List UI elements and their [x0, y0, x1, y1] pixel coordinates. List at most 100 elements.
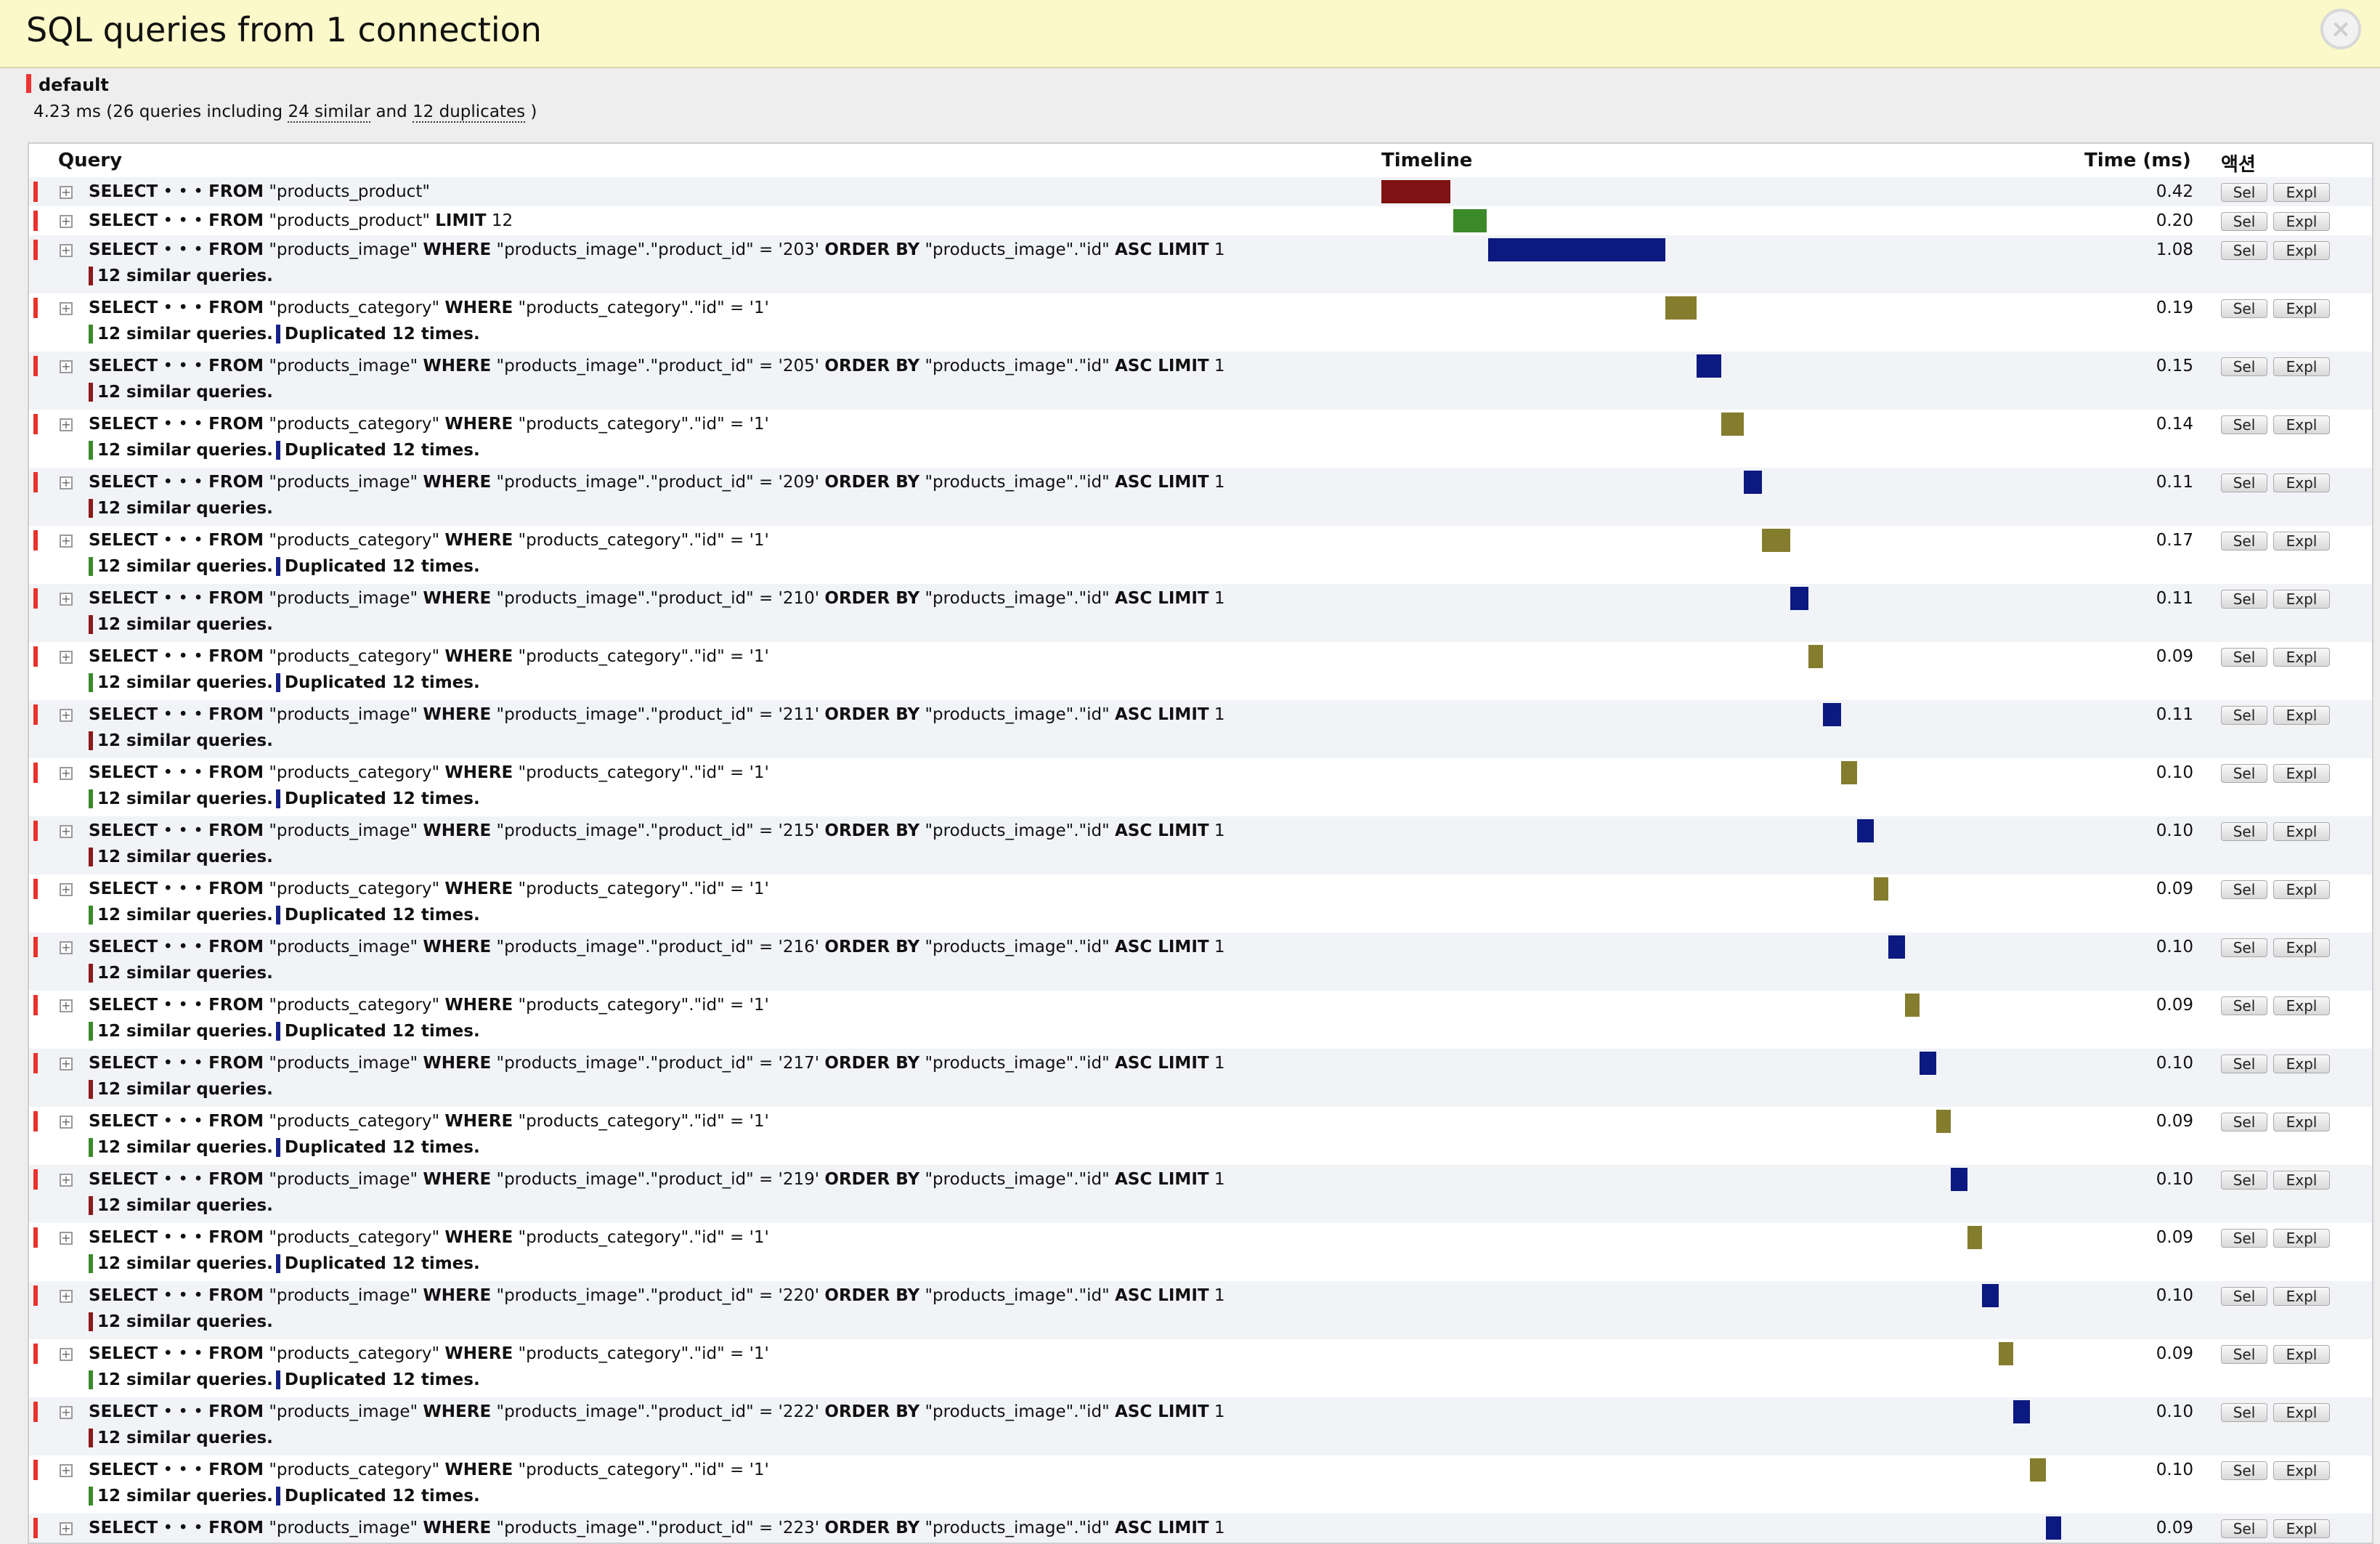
expand-toggle-icon[interactable]: + [60, 709, 73, 722]
expand-toggle-icon[interactable]: + [60, 1174, 73, 1187]
sel-button[interactable]: Sel [2221, 183, 2267, 202]
expl-button[interactable]: Expl [2273, 1345, 2330, 1364]
expand-toggle-icon[interactable]: + [60, 941, 73, 954]
expl-button[interactable]: Expl [2273, 1055, 2330, 1073]
sel-button[interactable]: Sel [2221, 764, 2267, 783]
duplicate-queries-link[interactable]: 12 duplicates [413, 102, 526, 123]
close-icon[interactable]: × [2320, 9, 2361, 49]
expand-toggle-icon[interactable]: + [60, 1057, 73, 1070]
similar-tag[interactable]: 12 similar queries. [89, 906, 273, 925]
expand-toggle-icon[interactable]: + [60, 1290, 73, 1303]
expl-button[interactable]: Expl [2273, 880, 2330, 899]
similar-tag[interactable]: 12 similar queries. [89, 731, 273, 750]
expand-toggle-icon[interactable]: + [60, 1232, 73, 1245]
expl-button[interactable]: Expl [2273, 648, 2330, 667]
expl-button[interactable]: Expl [2273, 764, 2330, 783]
expand-toggle-icon[interactable]: + [60, 651, 73, 664]
sel-button[interactable]: Sel [2221, 938, 2267, 957]
duplicate-tag[interactable]: Duplicated 12 times. [275, 1138, 480, 1157]
expl-button[interactable]: Expl [2273, 212, 2330, 231]
similar-tag[interactable]: 12 similar queries. [89, 673, 273, 692]
expl-button[interactable]: Expl [2273, 1171, 2330, 1190]
expand-toggle-icon[interactable]: + [60, 476, 73, 489]
sel-button[interactable]: Sel [2221, 880, 2267, 899]
similar-queries-link[interactable]: 24 similar [288, 102, 371, 123]
expl-button[interactable]: Expl [2273, 532, 2330, 550]
expl-button[interactable]: Expl [2273, 241, 2330, 260]
expand-toggle-icon[interactable]: + [60, 1348, 73, 1361]
sel-button[interactable]: Sel [2221, 1345, 2267, 1364]
expand-toggle-icon[interactable]: + [60, 215, 73, 228]
expand-toggle-icon[interactable]: + [60, 418, 73, 431]
sel-button[interactable]: Sel [2221, 212, 2267, 231]
duplicate-tag[interactable]: Duplicated 12 times. [275, 325, 480, 344]
expand-toggle-icon[interactable]: + [60, 593, 73, 606]
similar-tag[interactable]: 12 similar queries. [89, 789, 273, 808]
sel-button[interactable]: Sel [2221, 706, 2267, 725]
sel-button[interactable]: Sel [2221, 1461, 2267, 1480]
similar-tag[interactable]: 12 similar queries. [89, 1312, 273, 1331]
sel-button[interactable]: Sel [2221, 1403, 2267, 1422]
expand-toggle-icon[interactable]: + [60, 1464, 73, 1477]
expand-toggle-icon[interactable]: + [60, 535, 73, 548]
similar-tag[interactable]: 12 similar queries. [89, 1429, 273, 1447]
sel-button[interactable]: Sel [2221, 241, 2267, 260]
similar-tag[interactable]: 12 similar queries. [89, 615, 273, 634]
sel-button[interactable]: Sel [2221, 996, 2267, 1015]
expl-button[interactable]: Expl [2273, 706, 2330, 725]
similar-tag[interactable]: 12 similar queries. [89, 1254, 273, 1273]
similar-tag[interactable]: 12 similar queries. [89, 1138, 273, 1157]
duplicate-tag[interactable]: Duplicated 12 times. [275, 1022, 480, 1041]
duplicate-tag[interactable]: Duplicated 12 times. [275, 789, 480, 808]
duplicate-tag[interactable]: Duplicated 12 times. [275, 673, 480, 692]
expl-button[interactable]: Expl [2273, 938, 2330, 957]
sel-button[interactable]: Sel [2221, 1229, 2267, 1248]
duplicate-tag[interactable]: Duplicated 12 times. [275, 441, 480, 460]
sel-button[interactable]: Sel [2221, 590, 2267, 609]
sel-button[interactable]: Sel [2221, 822, 2267, 841]
sel-button[interactable]: Sel [2221, 1171, 2267, 1190]
sel-button[interactable]: Sel [2221, 415, 2267, 434]
similar-tag[interactable]: 12 similar queries. [89, 1196, 273, 1215]
expand-toggle-icon[interactable]: + [60, 360, 73, 373]
expl-button[interactable]: Expl [2273, 822, 2330, 841]
expl-button[interactable]: Expl [2273, 590, 2330, 609]
sel-button[interactable]: Sel [2221, 357, 2267, 376]
similar-tag[interactable]: 12 similar queries. [89, 499, 273, 518]
similar-tag[interactable]: 12 similar queries. [89, 1370, 273, 1389]
sel-button[interactable]: Sel [2221, 648, 2267, 667]
sel-button[interactable]: Sel [2221, 1287, 2267, 1306]
similar-tag[interactable]: 12 similar queries. [89, 557, 273, 576]
expl-button[interactable]: Expl [2273, 1519, 2330, 1538]
duplicate-tag[interactable]: Duplicated 12 times. [275, 557, 480, 576]
expl-button[interactable]: Expl [2273, 474, 2330, 492]
similar-tag[interactable]: 12 similar queries. [89, 1022, 273, 1041]
expand-toggle-icon[interactable]: + [60, 244, 73, 257]
expl-button[interactable]: Expl [2273, 1403, 2330, 1422]
similar-tag[interactable]: 12 similar queries. [89, 848, 273, 866]
sel-button[interactable]: Sel [2221, 1055, 2267, 1073]
expl-button[interactable]: Expl [2273, 415, 2330, 434]
duplicate-tag[interactable]: Duplicated 12 times. [275, 1487, 480, 1506]
expl-button[interactable]: Expl [2273, 1287, 2330, 1306]
expand-toggle-icon[interactable]: + [60, 1116, 73, 1129]
expand-toggle-icon[interactable]: + [60, 302, 73, 315]
expl-button[interactable]: Expl [2273, 1461, 2330, 1480]
expl-button[interactable]: Expl [2273, 183, 2330, 202]
duplicate-tag[interactable]: Duplicated 12 times. [275, 906, 480, 925]
sel-button[interactable]: Sel [2221, 1113, 2267, 1131]
expand-toggle-icon[interactable]: + [60, 767, 73, 780]
expand-toggle-icon[interactable]: + [60, 1406, 73, 1419]
expand-toggle-icon[interactable]: + [60, 1522, 73, 1535]
similar-tag[interactable]: 12 similar queries. [89, 1487, 273, 1506]
expand-toggle-icon[interactable]: + [60, 999, 73, 1012]
duplicate-tag[interactable]: Duplicated 12 times. [275, 1370, 480, 1389]
sel-button[interactable]: Sel [2221, 299, 2267, 318]
expl-button[interactable]: Expl [2273, 357, 2330, 376]
similar-tag[interactable]: 12 similar queries. [89, 964, 273, 983]
expand-toggle-icon[interactable]: + [60, 825, 73, 838]
similar-tag[interactable]: 12 similar queries. [89, 325, 273, 344]
expand-toggle-icon[interactable]: + [60, 883, 73, 896]
expl-button[interactable]: Expl [2273, 996, 2330, 1015]
similar-tag[interactable]: 12 similar queries. [89, 383, 273, 402]
